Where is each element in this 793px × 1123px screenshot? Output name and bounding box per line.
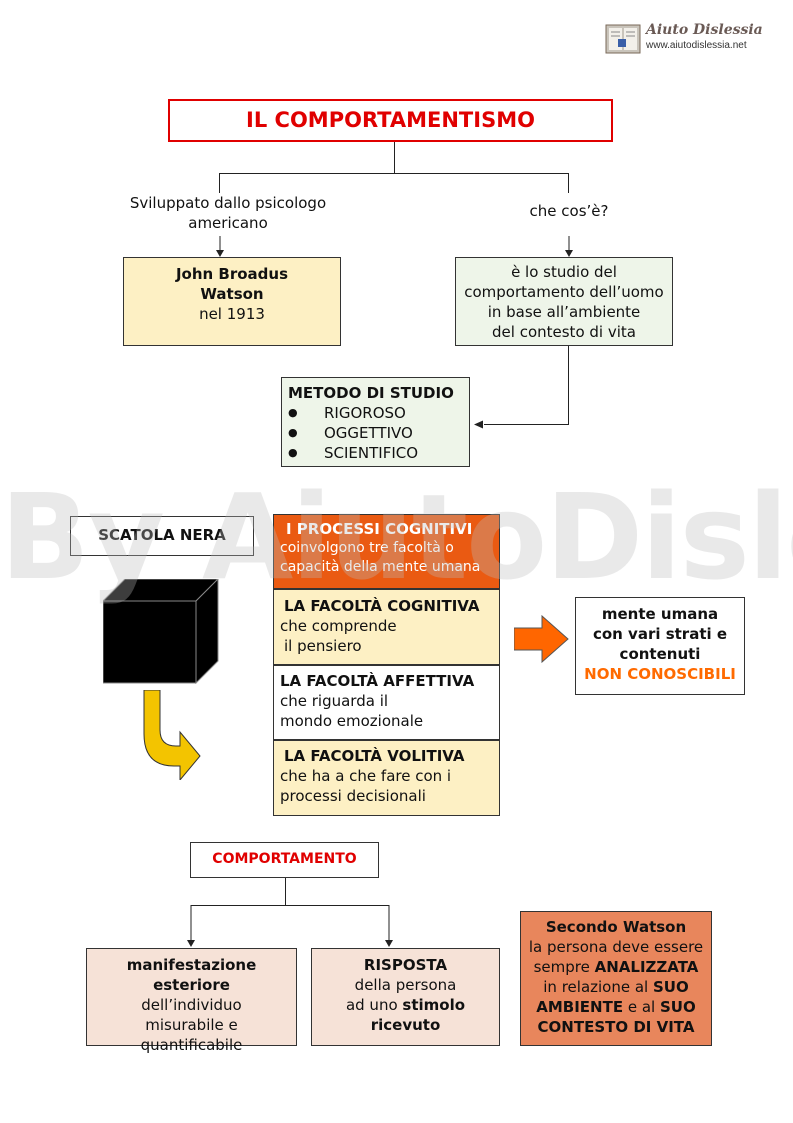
processes-text: coinvolgono tre facoltà o capacità della…	[280, 540, 481, 575]
faculty-text: il pensiero	[284, 637, 362, 655]
faculty-cognitive: LA FACOLTÀ COGNITIVA che comprende il pe…	[273, 589, 500, 665]
method-box: METODO DI STUDIO ● RIGOROSO ● OGGETTIVO …	[281, 377, 470, 467]
logo-url: www.aiutodislessia.net	[646, 40, 747, 51]
watson-name-line2: Watson	[200, 285, 264, 303]
watson-note-line: CONTESTO DI VITA	[537, 1018, 695, 1036]
mind-line: mente umana	[601, 605, 719, 623]
watson-note-line: AMBIENTE e al SUO	[536, 998, 696, 1016]
logo: Aiuto Dislessia www.aiutodislessia.net	[604, 18, 764, 60]
page-title-box: IL COMPORTAMENTISMO	[168, 99, 613, 142]
response-box: RISPOSTA della persona ad uno stimolo ri…	[311, 948, 500, 1046]
definition-box: è lo studio del comportamento dell’uomo …	[455, 257, 673, 346]
connector	[285, 878, 286, 905]
branch-left-label: Sviluppato dallo psicologo americano	[129, 194, 327, 232]
manifestation-box: manifestazione esteriore dell’individuo …	[86, 948, 297, 1054]
method-item: ● RIGOROSO	[288, 404, 406, 422]
mind-line: contenuti	[619, 645, 701, 663]
response-line: ad uno stimolo	[345, 996, 466, 1014]
watson-note-box: Secondo Watson la persona deve essere se…	[520, 911, 712, 1046]
curved-arrow-icon	[143, 690, 201, 780]
behaviour-box: COMPORTAMENTO	[190, 842, 379, 878]
branch-right-label: che cos’è?	[529, 202, 609, 220]
connector	[219, 173, 569, 174]
watson-year: nel 1913	[199, 305, 265, 323]
behaviour-label: COMPORTAMENTO	[212, 851, 357, 867]
mind-box: mente umana con vari strati e contenuti …	[575, 597, 745, 695]
mind-highlight: NON CONOSCIBILI	[584, 665, 736, 683]
watson-note-line: la persona deve essere	[528, 938, 704, 956]
arrow-left-icon	[474, 420, 483, 429]
arrow-down-icon	[216, 236, 224, 257]
watson-note-title: Secondo Watson	[545, 918, 687, 936]
manifestation-line: quantificabile	[140, 1036, 243, 1054]
connector	[191, 905, 389, 906]
arrow-down-icon	[385, 905, 393, 947]
faculty-text: che comprende	[280, 617, 397, 635]
bullet-icon: ●	[288, 446, 298, 459]
faculty-affective: LA FACOLTÀ AFFETTIVA che riguarda il mon…	[273, 665, 500, 740]
bullet-icon: ●	[288, 406, 298, 419]
black-box-label: SCATOLA NERA	[70, 516, 254, 556]
definition-line: è lo studio del	[511, 263, 617, 281]
arrow-down-icon	[187, 905, 195, 947]
manifestation-line: misurabile e	[145, 1016, 238, 1034]
response-title: RISPOSTA	[363, 956, 448, 974]
page-title: IL COMPORTAMENTISMO	[246, 108, 535, 132]
watson-name-line1: John Broadus	[175, 265, 289, 283]
manifestation-title: manifestazione esteriore	[126, 956, 257, 994]
watson-box: John Broadus Watson nel 1913	[123, 257, 341, 346]
method-heading: METODO DI STUDIO	[288, 384, 454, 402]
connector	[394, 142, 395, 173]
faculty-text: che ha a che fare con i processi decisio…	[280, 767, 452, 805]
faculty-volitive: LA FACOLTÀ VOLITIVA che ha a che fare co…	[273, 740, 500, 816]
bullet-icon: ●	[288, 426, 298, 439]
book-icon	[605, 24, 641, 54]
connector	[484, 424, 569, 425]
mind-line: con vari strati e	[592, 625, 728, 643]
definition-line: in base all’ambiente	[487, 303, 641, 321]
connector	[568, 346, 569, 425]
faculty-title: LA FACOLTÀ COGNITIVA	[284, 597, 480, 615]
connector	[219, 173, 220, 193]
processes-title: I PROCESSI COGNITIVI	[286, 520, 473, 538]
definition-line: comportamento dell’uomo	[464, 283, 664, 301]
faculty-title: LA FACOLTÀ VOLITIVA	[284, 747, 465, 765]
arrow-right-icon	[514, 615, 569, 663]
watson-note-line: sempre ANALIZZATA	[533, 958, 699, 976]
method-item: ● SCIENTIFICO	[288, 444, 419, 462]
processes-header: I PROCESSI COGNITIVI coinvolgono tre fac…	[273, 514, 500, 589]
arrow-down-icon	[565, 236, 573, 257]
black-cube-icon	[103, 579, 219, 684]
faculty-title: LA FACOLTÀ AFFETTIVA	[280, 672, 475, 690]
logo-title: Aiuto Dislessia	[646, 22, 763, 38]
response-line: ricevuto	[370, 1016, 441, 1034]
watson-note-line: in relazione al SUO	[543, 978, 689, 996]
definition-line: del contesto di vita	[492, 323, 636, 341]
response-line: della persona	[354, 976, 457, 994]
manifestation-line: dell’individuo	[141, 996, 242, 1014]
connector	[568, 173, 569, 193]
method-item: ● OGGETTIVO	[288, 424, 413, 442]
faculty-text: che riguarda il mondo emozionale	[280, 692, 424, 730]
